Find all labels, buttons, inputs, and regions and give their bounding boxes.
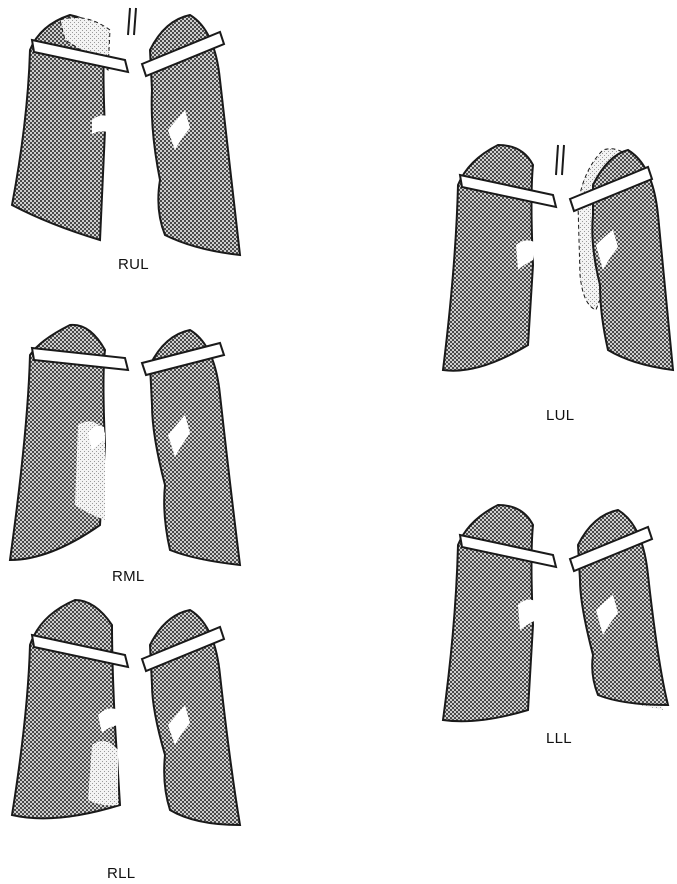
collapsed-area <box>88 741 118 805</box>
caption-rml: RML <box>112 568 145 585</box>
caption-lll: LLL <box>546 730 572 747</box>
panel-lll: LLL <box>428 495 677 735</box>
lung-diagram-lul <box>428 135 677 375</box>
panel-rll: RLL <box>0 595 250 835</box>
panel-rml: RML <box>0 315 250 555</box>
lung-diagram-lll <box>428 495 677 735</box>
trachea <box>556 145 564 175</box>
caption-lul: LUL <box>546 407 574 424</box>
panel-lul: LUL <box>428 135 677 375</box>
caption-rll: RLL <box>107 865 135 882</box>
panel-rul: RUL <box>0 0 250 240</box>
caption-rul: RUL <box>118 256 149 273</box>
lung-diagram-rll <box>0 595 250 835</box>
trachea <box>128 8 136 35</box>
lung-diagram-rml <box>0 315 250 555</box>
right-hilum <box>92 115 110 134</box>
lung-diagram-rul <box>0 0 250 240</box>
